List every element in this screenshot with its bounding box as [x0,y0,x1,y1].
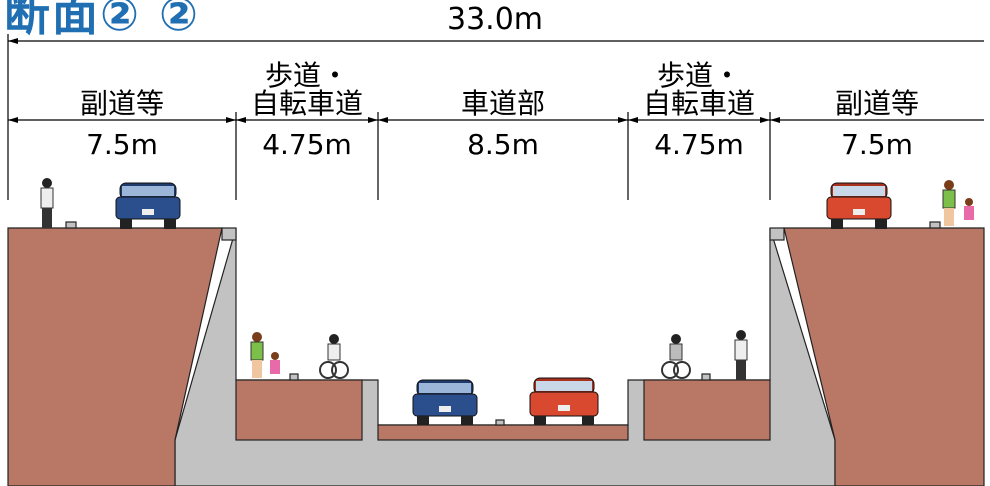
sidewalk-slab-left [235,379,363,441]
arrow-head [628,117,638,123]
arrow-head [8,117,18,123]
segment-name-line2: 副道等 [834,87,919,120]
segment-name-line2: 自転車道 [642,87,755,120]
pedestrian-right-walk [734,330,748,380]
segment-name-line1: 歩道・ [656,59,741,92]
segment-width-roadway: 8.5m [467,128,539,161]
segment-width-side-road-right: 7.5m [841,128,913,161]
segment-width-sidewalk-left: 4.75m [262,128,352,161]
segment-name-line2: 副道等 [79,87,164,120]
curb [929,221,941,229]
arrow-head [770,117,780,123]
arrow-head [8,38,18,44]
car-red-road [529,377,599,425]
segment-name-line2: 自転車道 [250,87,363,120]
arrow-head [236,117,246,123]
curb [701,373,711,381]
segment-width-sidewalk-right: 4.75m [654,128,744,161]
arrow-head [378,117,388,123]
pedestrian-parent-child-top-right [942,180,974,226]
earth-fill-right [783,227,985,486]
section-title: 断面② ② [4,0,200,41]
segment-name-roadway: 車道部 [378,62,628,118]
curb [65,221,77,229]
segment-name-sidewalk-left: 歩道・ 自転車道 [236,62,378,118]
segment-name-line2: 車道部 [460,87,545,120]
parapet-right [769,227,785,241]
car-blue-top-left [115,182,181,229]
roadway-slab [377,424,629,441]
earth-fill-left [7,227,223,486]
car-red-top-right [826,182,892,229]
pedestrian-parent-child-left-walk [250,332,280,378]
segment-name-line1: 歩道・ [264,59,349,92]
curb [289,373,299,381]
cyclist-right-walk [661,334,691,379]
arrow-head [618,117,628,123]
segment-name-side-road-left: 副道等 [8,62,236,118]
segment-name-side-road-right: 副道等 [770,62,984,118]
arrow-head [368,117,378,123]
total-width-label: 33.0m [446,2,544,37]
car-blue-road [412,379,478,425]
sidewalk-slab-right [643,379,771,441]
pedestrian-top-left [40,178,54,228]
segment-name-sidewalk-right: 歩道・ 自転車道 [628,62,770,118]
segment-width-side-road-left: 7.5m [86,128,158,161]
arrow-head [226,117,236,123]
curb [495,419,505,426]
dimension-arrows [8,38,780,123]
arrow-head [760,117,770,123]
structure [7,221,985,486]
dimension-lines [7,34,984,200]
cyclist-left-walk [319,334,349,379]
parapet-left [221,227,237,241]
